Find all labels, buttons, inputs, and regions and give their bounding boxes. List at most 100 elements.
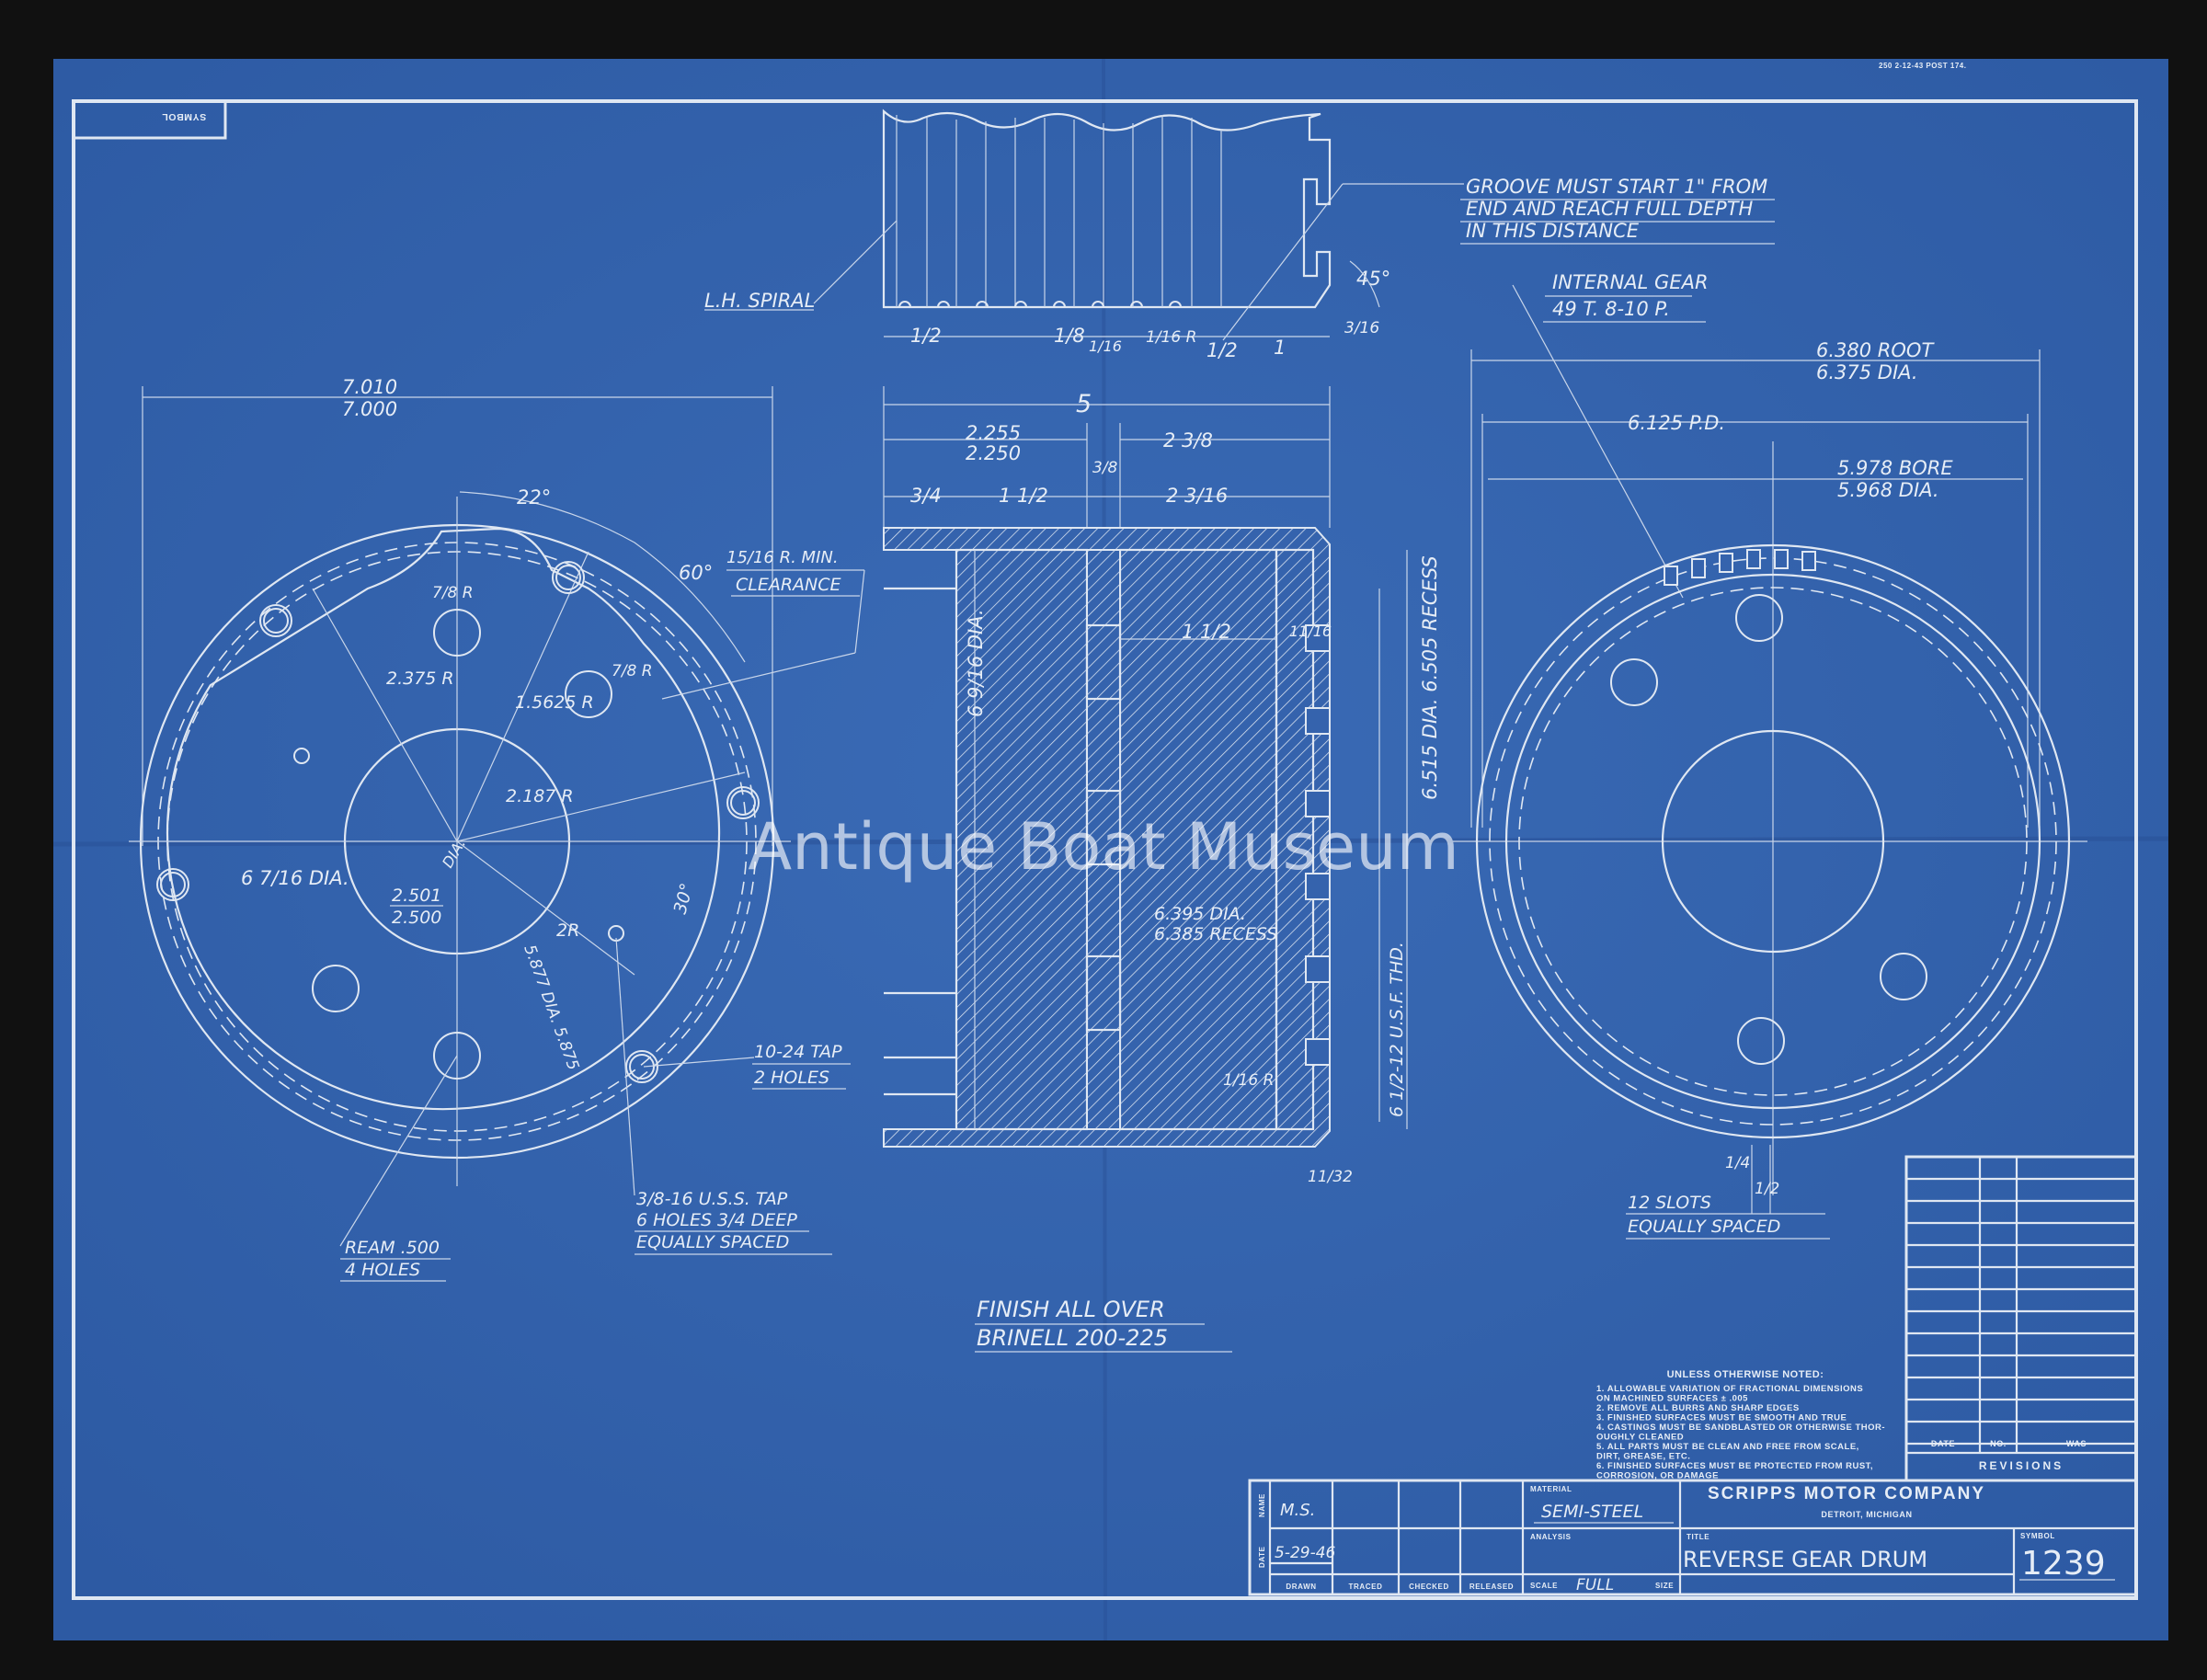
section-thread: 6 1/2-12 U.S.F. THD. [1387, 942, 1407, 1117]
symbol-label: SYMBOL [2020, 1532, 2055, 1540]
finish-note-2: BRINELL 200-225 [977, 1325, 1168, 1351]
groove-dim-eighth: 1/8 [1054, 325, 1085, 347]
revisions-title: REVISIONS [1979, 1459, 2064, 1472]
company-name: SCRIPPS MOTOR COMPANY [1708, 1484, 1985, 1503]
bore-2500: 2.500 [392, 908, 441, 928]
tap-10-24: 10-24 TAP [754, 1042, 842, 1062]
section-inner-1-1-2: 1 1/2 [1182, 621, 1231, 643]
lh-spiral-label: L.H. SPIRAL [704, 290, 815, 312]
rev-col-date: DATE [1931, 1439, 1955, 1448]
section-view: 5 2.255 2.250 2 3/8 3/4 1 1/2 3/8 2 3/16… [883, 386, 1441, 1353]
note-line: ON MACHINED SURFACES ± .005 [1596, 1394, 1748, 1404]
groove-dim-one: 1 [1274, 337, 1286, 359]
ream-500: REAM .500 [345, 1238, 440, 1258]
company-location: DETROIT, MICHIGAN [1821, 1510, 1912, 1519]
notes-heading: UNLESS OTHERWISE NOTED: [1667, 1369, 1824, 1380]
slots-count: 12 SLOTS [1628, 1193, 1711, 1213]
print-code: 250 2-12-43 POST 174. [1879, 62, 1966, 70]
radius-2r: 2R [556, 920, 579, 941]
analysis-label: ANALYSIS [1530, 1533, 1572, 1541]
role-drawn: DRAWN [1286, 1583, 1316, 1591]
dim-3-4: 3/4 [910, 485, 942, 507]
dim-1-1-2: 1 1/2 [999, 485, 1048, 507]
note-line: 4. CASTINGS MUST BE SANDBLASTED OR OTHER… [1596, 1423, 1885, 1433]
bore-2501: 2.501 [392, 886, 441, 906]
revisions-table: DATE NO. WAS REVISIONS [1904, 1155, 2138, 1482]
note-line: OUGHLY CLEANED [1596, 1433, 1684, 1443]
groove-note-line-2: END AND REACH FULL DEPTH [1466, 198, 1754, 220]
size-label: SIZE [1655, 1582, 1674, 1590]
dim-2-3-8: 2 3/8 [1163, 429, 1213, 451]
drawing-title: REVERSE GEAR DRUM [1683, 1547, 1927, 1572]
drawing-number: 1239 [2021, 1545, 2106, 1583]
bore-dia-2: 5.968 DIA. [1837, 479, 1939, 501]
clearance-1: 15/16 R. MIN. [726, 548, 839, 567]
section-lip-11-16: 11/16 [1289, 623, 1332, 640]
dim-2255: 2.255 [966, 422, 1021, 444]
clearance-2: CLEARANCE [736, 575, 841, 595]
groove-dim-radius: 1/16 R [1146, 328, 1196, 347]
slots-spacing: EQUALLY SPACED [1628, 1217, 1780, 1237]
section-recess-inner-2: 6.385 RECESS [1154, 924, 1277, 944]
width-upper: 7.010 [342, 376, 397, 398]
rev-col-no: NO. [1990, 1439, 2007, 1448]
bore-dia-1: 5.978 BORE [1837, 457, 1953, 479]
root-dia-2: 6.375 DIA. [1816, 361, 1918, 383]
dim-3-8: 3/8 [1092, 459, 1118, 477]
width-lower: 7.000 [342, 398, 397, 420]
section-recess-inner-1: 6.395 DIA. [1154, 904, 1246, 924]
section-radius: 1/16 R [1223, 1071, 1274, 1090]
groove-note-line-1: GROOVE MUST START 1" FROM [1466, 176, 1767, 198]
name-label: NAME [1258, 1493, 1266, 1517]
note-line: 2. REMOVE ALL BURRS AND SHARP EDGES [1596, 1403, 1800, 1413]
rev-col-was: WAS [2066, 1439, 2087, 1448]
drawn-by-name: M.S. [1280, 1501, 1315, 1520]
groove-dim-sixteenth: 1/16 [1089, 337, 1122, 355]
ream-holes: 4 HOLES [345, 1260, 420, 1280]
drawn-date: 5-29-46 [1275, 1544, 1336, 1562]
end-view-right: INTERNAL GEAR 49 T. 8-10 P. 6.380 ROOT 6… [1453, 271, 2087, 1240]
section-dia-label: 6 9/16 DIA. [965, 609, 987, 717]
note-line: 3. FINISHED SURFACES MUST BE SMOOTH AND … [1596, 1413, 1847, 1423]
material-value: SEMI-STEEL [1541, 1502, 1643, 1522]
tap-10-24-holes: 2 HOLES [754, 1068, 829, 1088]
watermark: Antique Boat Museum [748, 809, 1459, 885]
root-dia-1: 6.380 ROOT [1816, 339, 1935, 361]
role-traced: TRACED [1349, 1583, 1383, 1591]
date-label: DATE [1258, 1546, 1266, 1568]
dim-2250: 2.250 [966, 442, 1021, 464]
tap-3-8-16: 3/8-16 U.S.S. TAP [636, 1189, 788, 1209]
note-line: 6. FINISHED SURFACES MUST BE PROTECTED F… [1596, 1461, 1873, 1471]
dim-overall: 5 [1076, 390, 1092, 418]
radius-15625: 1.5625 R [515, 692, 594, 713]
symbol-box: SYMBOL [72, 99, 227, 140]
pitch-dia: 6.125 P.D. [1628, 412, 1725, 434]
end-view-left: 7.010 7.000 22° 60° 15/16 R. MIN. CLEARA… [129, 376, 865, 1282]
dim-2-3-16: 2 3/16 [1166, 485, 1228, 507]
angle-45-label: 45° [1356, 268, 1390, 290]
angle-60: 60° [679, 562, 713, 584]
slot-depth: 1/2 [1755, 1180, 1779, 1198]
note-line: CORROSION, OR DAMAGE [1596, 1471, 1719, 1481]
material-label: MATERIAL [1530, 1485, 1572, 1493]
groove-note-line-3: IN THIS DISTANCE [1466, 220, 1640, 242]
note-line: 5. ALL PARTS MUST BE CLEAN AND FREE FROM… [1596, 1442, 1859, 1452]
note-line: DIRT, GREASE, ETC. [1596, 1452, 1690, 1462]
symbol-box-label: SYMBOL [162, 111, 207, 122]
section-recess-outer: 6.515 DIA. 6.505 RECESS [1419, 555, 1441, 800]
general-notes: UNLESS OTHERWISE NOTED: 1. ALLOWABLE VAR… [1596, 1369, 1885, 1481]
tap-3-8-16-spaced: EQUALLY SPACED [636, 1232, 789, 1252]
groove-dim-half: 1/2 [910, 325, 942, 347]
dia-6-7-16: 6 7/16 DIA. [241, 867, 349, 889]
radius-7-8-a: 7/8 R [432, 584, 474, 602]
groove-dim-start: 1/2 [1206, 339, 1238, 361]
radius-2187: 2.187 R [506, 786, 574, 806]
radius-7-8-b: 7/8 R [612, 662, 653, 680]
title-block: NAME DATE M.S. 5-29-46 DRAWN TRACED CHEC… [1248, 1479, 2138, 1596]
title-label: TITLE [1687, 1533, 1710, 1541]
role-released: RELEASED [1469, 1583, 1514, 1591]
role-checked: CHECKED [1409, 1583, 1449, 1591]
tap-3-8-16-holes: 6 HOLES 3/4 DEEP [636, 1210, 797, 1230]
internal-gear-label: INTERNAL GEAR [1552, 271, 1709, 293]
